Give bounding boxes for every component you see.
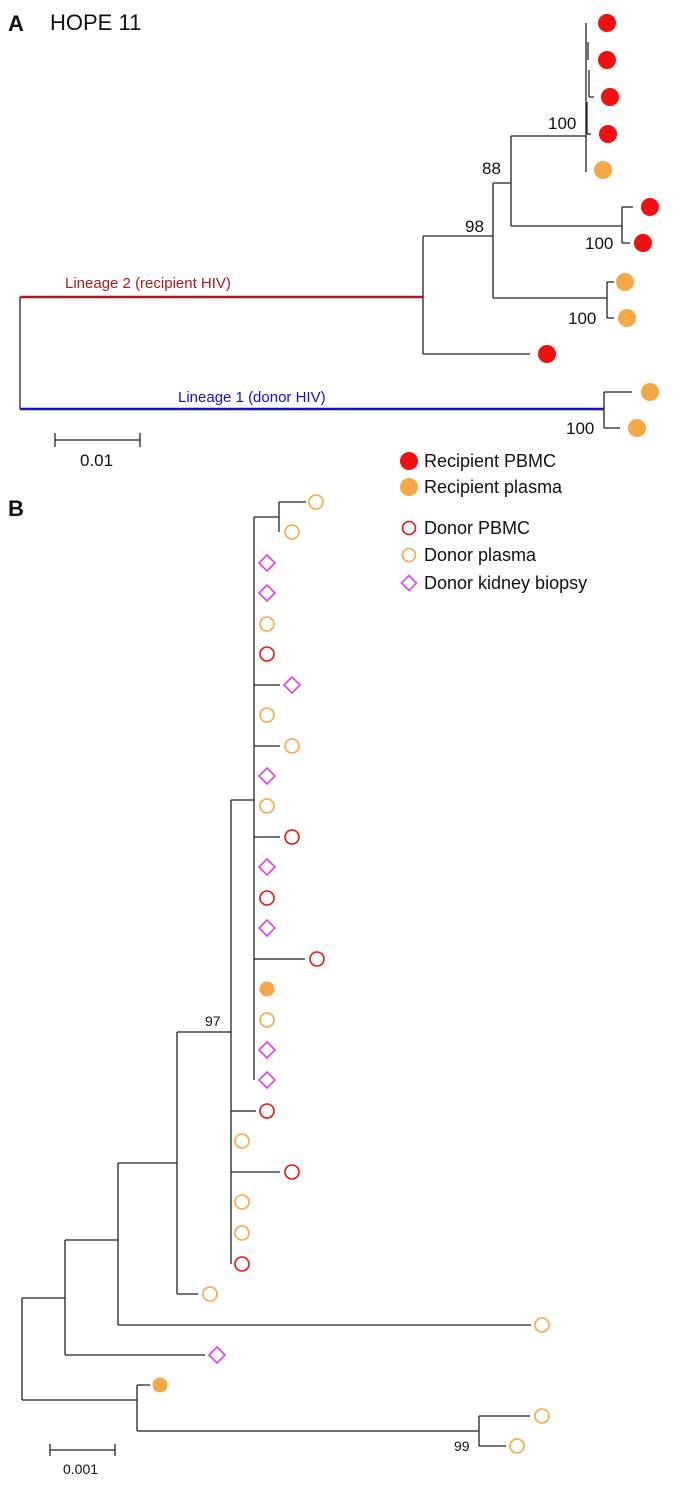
don-plasma-marker <box>259 616 275 632</box>
don-pbmc-marker <box>259 890 275 906</box>
scale-bar-a <box>54 433 141 447</box>
don-plasma-marker <box>401 547 417 563</box>
rec-plasma-marker <box>628 419 646 437</box>
rec-pbmc-marker <box>598 14 616 32</box>
don-plasma-marker <box>234 1133 250 1149</box>
don-plasma-marker <box>234 1225 250 1241</box>
don-plasma-marker <box>259 707 275 723</box>
don-plasma-marker <box>259 798 275 814</box>
bootstrap-label: 100 <box>568 309 596 328</box>
legend-label: Donor plasma <box>424 545 537 565</box>
legend-label: Donor kidney biopsy <box>424 573 587 593</box>
rec-plasma-marker <box>616 273 634 291</box>
don-plasma-marker <box>308 494 324 510</box>
don-plasma-marker <box>534 1408 550 1424</box>
rec-plasma-marker <box>641 383 659 401</box>
bootstrap-label: 99 <box>454 1438 470 1454</box>
don-kidney-marker <box>400 574 418 592</box>
bootstrap-label: 100 <box>585 234 613 253</box>
don-pbmc-marker <box>309 951 325 967</box>
rec-plasma-marker <box>259 981 275 997</box>
rec-pbmc-marker <box>641 198 659 216</box>
don-pbmc-marker <box>284 1164 300 1180</box>
tree-leaves <box>152 14 659 1454</box>
scale-bar-b <box>49 1444 116 1456</box>
bootstrap-label: 100 <box>548 114 576 133</box>
don-plasma-marker <box>509 1438 525 1454</box>
don-kidney-marker <box>207 1345 227 1365</box>
rec-pbmc-marker <box>400 452 418 470</box>
don-kidney-marker <box>257 583 277 603</box>
don-kidney-marker <box>257 553 277 573</box>
don-kidney-marker <box>257 918 277 938</box>
don-kidney-marker <box>282 675 302 695</box>
don-plasma-marker <box>284 738 300 754</box>
don-kidney-marker <box>257 766 277 786</box>
rec-plasma-marker <box>400 478 418 496</box>
rec-plasma-marker <box>152 1377 168 1393</box>
lineage-2-label: Lineage 2 (recipient HIV) <box>65 275 231 292</box>
don-kidney-marker <box>257 857 277 877</box>
legend-label: Recipient plasma <box>424 477 563 497</box>
don-pbmc-marker <box>234 1256 250 1272</box>
rec-pbmc-marker <box>599 125 617 143</box>
bootstrap-label: 88 <box>482 159 501 178</box>
legend-label: Donor PBMC <box>424 518 530 538</box>
don-plasma-marker <box>284 524 300 540</box>
tree-a-branches <box>19 23 633 429</box>
bootstrap-label: 97 <box>205 1013 221 1029</box>
tree-b-branches <box>21 501 531 1447</box>
don-kidney-marker <box>257 1040 277 1060</box>
rec-pbmc-marker <box>598 51 616 69</box>
panel-a-title: HOPE 11 <box>50 10 141 35</box>
don-pbmc-marker <box>259 1103 275 1119</box>
don-pbmc-marker <box>401 520 417 536</box>
rec-pbmc-marker <box>634 234 652 252</box>
don-plasma-marker <box>534 1317 550 1333</box>
bootstrap-label: 100 <box>566 419 594 438</box>
rec-plasma-marker <box>594 161 612 179</box>
don-plasma-marker <box>259 1012 275 1028</box>
lineage-1-label: Lineage 1 (donor HIV) <box>178 389 326 406</box>
scale-bar-a-label: 0.01 <box>80 451 113 470</box>
panel-b-letter: B <box>8 496 24 521</box>
panel-a-letter: A <box>8 11 24 36</box>
don-plasma-marker <box>202 1286 218 1302</box>
don-pbmc-marker <box>259 646 275 662</box>
rec-pbmc-marker <box>601 88 619 106</box>
don-kidney-marker <box>257 1070 277 1090</box>
legend-label: Recipient PBMC <box>424 451 556 471</box>
rec-plasma-marker <box>618 309 636 327</box>
don-plasma-marker <box>234 1194 250 1210</box>
bootstrap-label: 98 <box>465 217 484 236</box>
don-pbmc-marker <box>284 829 300 845</box>
scale-bar-b-label: 0.001 <box>63 1461 98 1477</box>
rec-pbmc-marker <box>538 345 556 363</box>
